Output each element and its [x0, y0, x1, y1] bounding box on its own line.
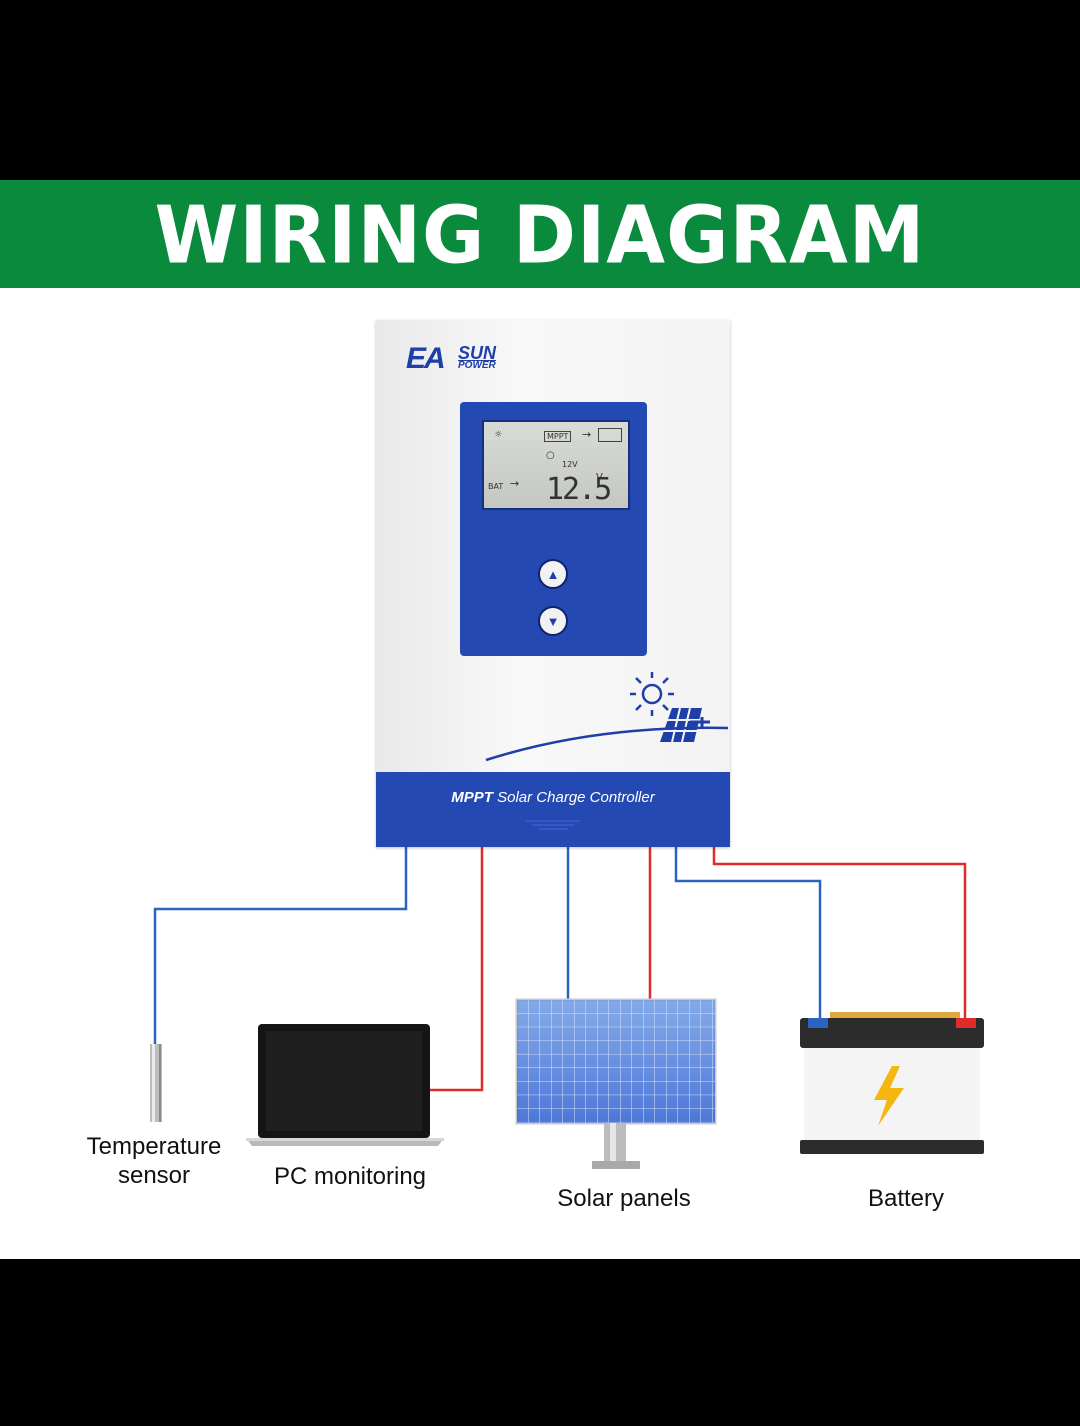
- sun-small-icon: ☼: [494, 430, 503, 440]
- lcd-reading: 12.5: [546, 472, 612, 507]
- charge-controller: EA SUN POWER ☼ MPPT → ○ 12V BAT → 12.5 V…: [376, 320, 730, 847]
- lcd-bat-label: BAT: [488, 482, 504, 491]
- brand-logo: EA SUN POWER: [406, 342, 526, 375]
- wire-temp-sensor: [153, 847, 408, 1058]
- temperature-sensor-label: Temperature sensor: [62, 1132, 246, 1190]
- bulb-icon: ○: [546, 450, 555, 461]
- brand-logo-sun: SUN: [458, 343, 497, 363]
- model-label-bold: MPPT: [451, 789, 493, 806]
- lcd-system-voltage: 12V: [562, 460, 578, 469]
- lcd-mppt-label: MPPT: [544, 431, 572, 442]
- vent: [526, 818, 580, 834]
- battery-small-icon: [598, 428, 622, 442]
- wire-pc: [430, 847, 484, 1092]
- down-button[interactable]: ▼: [538, 606, 568, 636]
- diagram-canvas: EA SUN POWER ☼ MPPT → ○ 12V BAT → 12.5 V…: [0, 288, 1080, 1259]
- temperature-sensor-label-line2: sensor: [117, 1162, 191, 1189]
- sun-icon: [630, 672, 674, 716]
- solar-module-icon: [660, 708, 702, 742]
- triangle-down-icon: ▼: [546, 613, 560, 629]
- arrow-right-icon: →: [582, 428, 592, 441]
- up-button[interactable]: ▲: [538, 559, 568, 589]
- solar-panel-icon: [515, 998, 717, 1169]
- lcd-display: ☼ MPPT → ○ 12V BAT → 12.5 V: [482, 420, 630, 510]
- temperature-sensor-label-line1: Temperature: [86, 1133, 222, 1160]
- model-label: MPPT Solar Charge Controller: [376, 789, 730, 806]
- triangle-up-icon: ▲: [546, 566, 560, 582]
- solar-panels-label: Solar panels: [557, 1185, 691, 1212]
- arrow-right-icon: →: [510, 477, 520, 490]
- model-label-rest: Solar Charge Controller: [492, 789, 655, 806]
- solar-graphic: [485, 672, 729, 762]
- temperature-sensor-icon: [150, 1044, 162, 1122]
- battery-label: Battery: [867, 1185, 945, 1212]
- laptop-icon: [246, 1024, 444, 1146]
- brand-logo-main: EA: [406, 342, 446, 375]
- brand-logo-power: POWER: [458, 360, 496, 371]
- pc-monitoring-label: PC monitoring: [273, 1163, 427, 1190]
- battery-icon: [800, 1012, 984, 1154]
- plug-icon: [690, 717, 710, 727]
- wire-battery-neg: [674, 847, 822, 1026]
- model-strip: MPPT Solar Charge Controller: [376, 772, 730, 847]
- wiring: [150, 847, 984, 1169]
- wire-battery-pos: [712, 847, 967, 1026]
- swoosh: [485, 726, 729, 762]
- control-panel: ☼ MPPT → ○ 12V BAT → 12.5 V ▲ ▼: [460, 402, 647, 656]
- title-banner: WIRING DIAGRAM: [0, 180, 1080, 288]
- diagram-title: WIRING DIAGRAM: [154, 187, 926, 281]
- lcd-unit: V: [596, 472, 603, 483]
